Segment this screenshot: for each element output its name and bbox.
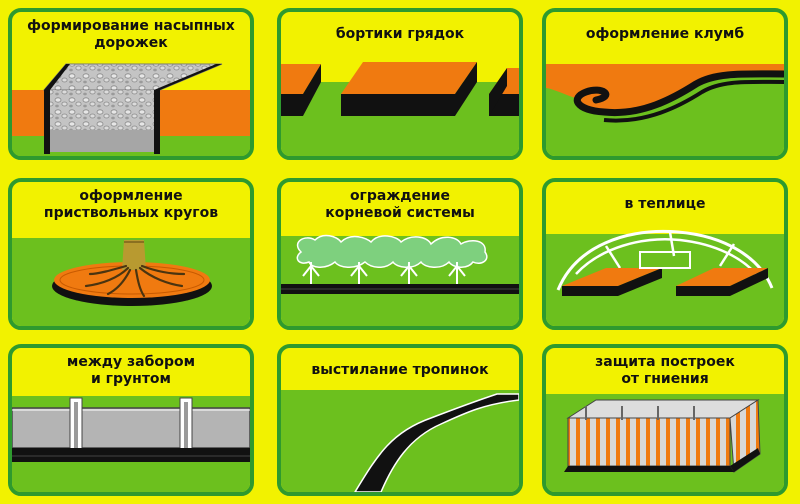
caption-line-2: приствольных кругов — [43, 205, 219, 221]
caption-line-2: дорожек — [94, 35, 168, 51]
bed-borders-illustration — [281, 62, 519, 156]
tile-bed-borders: бортики грядок — [277, 8, 523, 160]
tile-caption: защита построек от гниения — [546, 354, 784, 388]
tile-path-lining: выстилание тропинок — [277, 344, 523, 496]
tile-caption: формирование насыпных дорожек — [12, 18, 250, 52]
tile-root-barrier: ограждение корневой системы — [277, 178, 523, 330]
caption-line-1: ограждение — [349, 188, 451, 204]
tile-caption: ограждение корневой системы — [281, 188, 519, 222]
tile-trunk-circles: оформление приствольных кругов — [8, 178, 254, 330]
caption-line-1: защита построек — [595, 354, 735, 370]
building-protection-illustration — [546, 394, 784, 492]
tile-caption: бортики грядок — [281, 26, 519, 43]
caption-line-2: от гниения — [621, 371, 709, 387]
tile-caption: между забором и грунтом — [12, 354, 250, 388]
tile-caption: в теплице — [546, 196, 784, 213]
caption-line-2: корневой системы — [325, 205, 475, 221]
caption-line-1: формирование насыпных — [27, 18, 235, 34]
caption-line-1: оформление клумб — [585, 26, 745, 42]
caption-line-2: и грунтом — [91, 371, 171, 387]
tile-flowerbed-edging: оформление клумб — [542, 8, 788, 160]
caption-line-1: бортики грядок — [335, 26, 465, 42]
tile-fence-ground: между забором и грунтом — [8, 344, 254, 496]
path-lining-illustration — [281, 390, 519, 492]
greenhouse-illustration — [546, 229, 784, 326]
flowerbed-edging-illustration — [546, 64, 784, 156]
trunk-circle-illustration — [12, 238, 250, 326]
tile-greenhouse: в теплице — [542, 178, 788, 330]
tile-building-protection: защита построек от гниения — [542, 344, 788, 496]
caption-line-1: между забором — [66, 354, 196, 370]
caption-line-1: оформление — [79, 188, 183, 204]
caption-line-1: выстилание тропинок — [311, 362, 489, 378]
tile-caption: оформление клумб — [546, 26, 784, 43]
root-barrier-illustration — [281, 234, 519, 326]
caption-line-1: в теплице — [624, 196, 706, 212]
tile-caption: оформление приствольных кругов — [12, 188, 250, 222]
gravel-path-illustration — [12, 63, 250, 156]
fence-ground-illustration — [12, 396, 250, 492]
tile-caption: выстилание тропинок — [281, 362, 519, 379]
tile-gravel-paths: формирование насыпных дорожек — [8, 8, 254, 160]
